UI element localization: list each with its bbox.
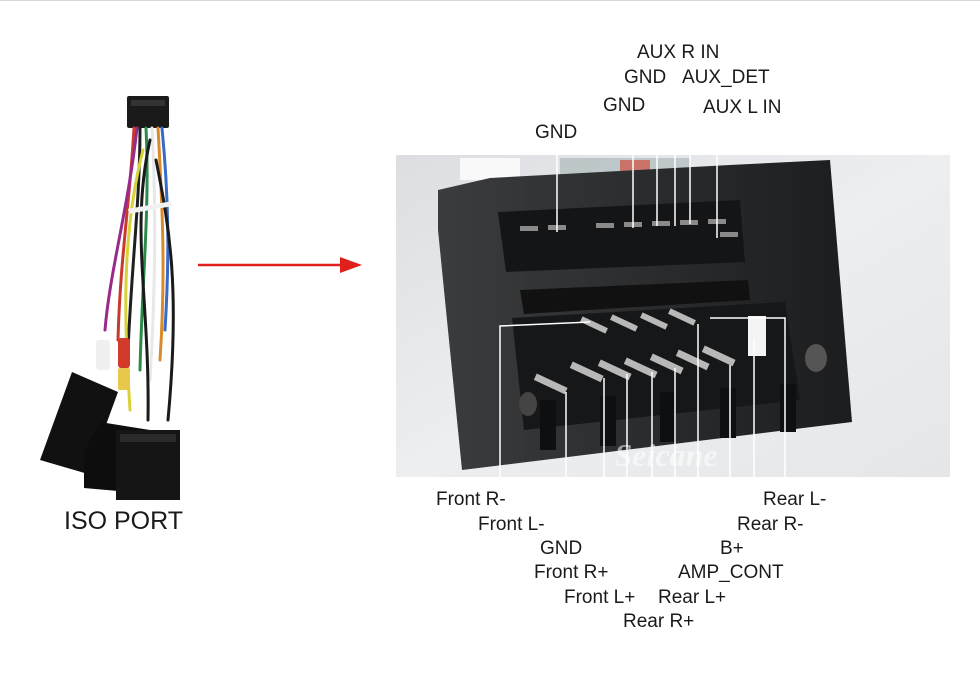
label-rear-l-minus: Rear L- [763, 489, 827, 510]
label-front-r-minus: Front R- [436, 489, 506, 510]
label-aux-det: AUX_DET [682, 67, 770, 88]
label-front-l-minus: Front L- [478, 514, 545, 535]
red-arrow-icon [198, 257, 362, 273]
leader-lines [499, 63, 786, 590]
label-gnd-top-3: GND [535, 122, 578, 143]
iso-harness-illustration [40, 96, 180, 500]
label-rear-r-plus: Rear R+ [623, 611, 695, 632]
top-divider [0, 0, 980, 1]
label-aux-r-in: AUX R IN [637, 42, 720, 63]
label-gnd-top-1: GND [624, 67, 667, 88]
label-front-r-plus: Front R+ [534, 562, 609, 583]
label-gnd-bottom: GND [540, 538, 583, 559]
label-aux-l-in: AUX L IN [703, 97, 782, 118]
label-rear-l-plus: Rear L+ [658, 587, 727, 608]
connector-illustration [396, 155, 950, 477]
label-b-plus: B+ [720, 538, 744, 559]
label-gnd-top-2: GND [603, 95, 646, 116]
watermark-text: Seicane [614, 437, 717, 473]
iso-port-label: ISO PORT [64, 507, 184, 535]
label-front-l-plus: Front L+ [564, 587, 636, 608]
label-rear-r-minus: Rear R- [737, 514, 804, 535]
label-amp-cont: AMP_CONT [678, 562, 784, 583]
